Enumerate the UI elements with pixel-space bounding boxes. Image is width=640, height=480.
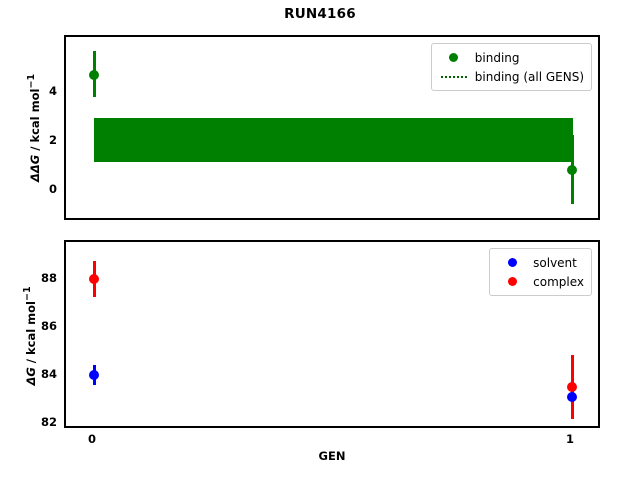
dg-plot-area: solvent complex <box>64 240 600 428</box>
ddg-legend[interactable]: binding binding (all GENS) <box>430 43 592 91</box>
ddg-exponent: −1 <box>26 73 38 89</box>
figure-title: RUN4166 <box>284 6 356 22</box>
legend-label-binding-all-gens: binding (all GENS) <box>474 69 584 84</box>
yticklabel-bottom-88: 88 <box>40 271 57 285</box>
yticklabel-top-2: 2 <box>48 133 57 147</box>
ddg-axis-label: ΔΔG / kcal mol−1 <box>26 43 42 213</box>
gen-axis-label: GEN <box>318 449 346 463</box>
xtick-top-1 <box>572 218 574 220</box>
xtick-bottom-1 <box>572 426 574 428</box>
xtick-bottom-0 <box>94 426 96 428</box>
ytick-bottom-86 <box>64 327 66 329</box>
ytick-top-2 <box>64 191 66 193</box>
ytick-top-1 <box>64 142 66 144</box>
yticklabel-top-0: 0 <box>48 182 57 196</box>
dg-units: / kcal mol <box>23 300 38 368</box>
legend-label-binding: binding <box>474 50 520 65</box>
yticklabel-bottom-86: 86 <box>40 319 57 333</box>
solvent-marker-gen0 <box>89 370 99 380</box>
binding-marker-icon <box>438 53 470 62</box>
ytick-top-0 <box>64 93 66 95</box>
dg-exponent: −1 <box>22 286 34 301</box>
dg-symbol: ΔG <box>23 367 38 386</box>
complex-marker-gen1 <box>567 382 577 392</box>
legend-entry-binding[interactable]: binding <box>438 48 584 67</box>
ddg-plot-area: binding binding (all GENS) <box>64 35 600 220</box>
ytick-bottom-88 <box>64 279 66 281</box>
dg-legend[interactable]: solvent complex <box>489 248 592 296</box>
dotted-line-icon <box>438 75 470 78</box>
complex-marker-gen0 <box>89 274 99 284</box>
binding-marker-gen1 <box>567 164 577 175</box>
ytick-bottom-82 <box>64 423 66 425</box>
legend-label-solvent: solvent <box>533 255 577 270</box>
xticklabel-1: 1 <box>565 432 574 446</box>
legend-entry-binding-all-gens[interactable]: binding (all GENS) <box>438 67 584 86</box>
yticklabel-bottom-82: 82 <box>40 415 57 429</box>
yticklabel-top-4: 4 <box>48 84 57 98</box>
ytick-bottom-84 <box>64 375 66 377</box>
legend-entry-complex[interactable]: complex <box>496 272 584 291</box>
yticklabel-bottom-84: 84 <box>40 367 57 381</box>
ddg-units: / kcal mol <box>27 88 42 155</box>
xtick-top-0 <box>94 218 96 220</box>
xticklabel-0: 0 <box>87 432 96 446</box>
solvent-marker-gen1 <box>567 392 577 402</box>
legend-label-complex: complex <box>533 274 584 289</box>
solvent-marker-icon <box>496 258 528 267</box>
binding-all-gens-band <box>94 118 573 162</box>
legend-entry-solvent[interactable]: solvent <box>496 253 584 272</box>
dg-axis-label: ΔG / kcal mol−1 <box>22 251 38 421</box>
complex-marker-icon <box>496 277 528 286</box>
ddg-symbol: ΔΔG <box>27 154 42 183</box>
binding-marker-gen0 <box>89 70 99 80</box>
